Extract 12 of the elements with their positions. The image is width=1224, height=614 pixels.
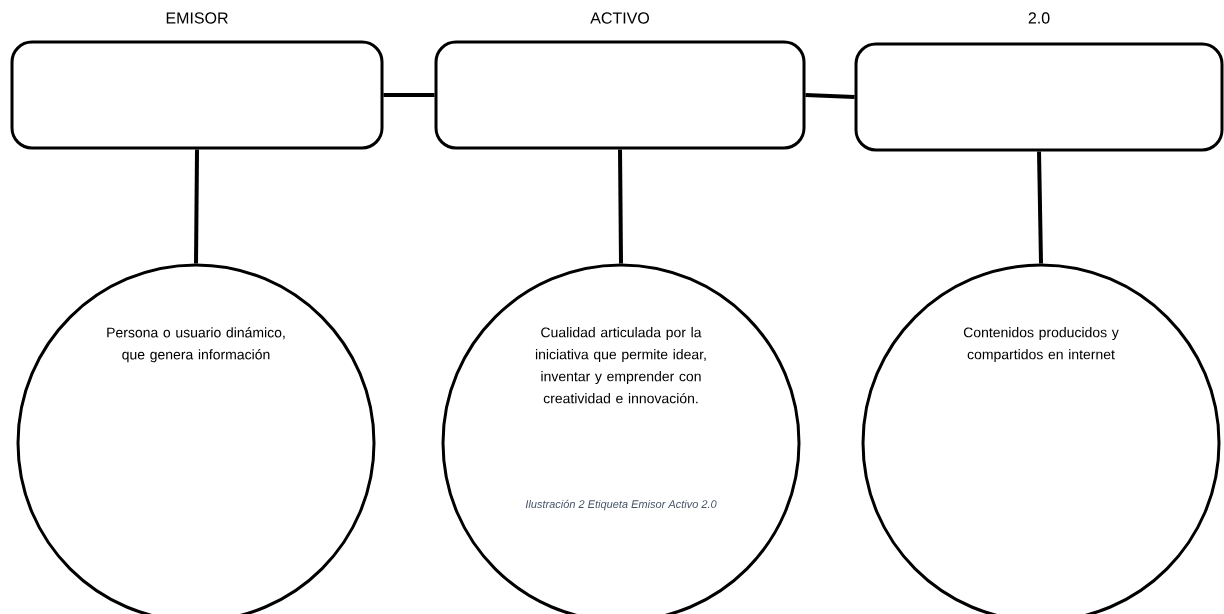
- connector-line: [618, 149, 623, 264]
- heading: EMISOR: [166, 12, 228, 24]
- connector-line: [383, 93, 435, 97]
- connector-line: [805, 93, 855, 99]
- connector-line: [1037, 151, 1043, 264]
- description-text: Contenidos producidos y compartidos en internet: [963, 327, 1119, 363]
- description-text: Cualidad articulada por la iniciativa que permite idear, inventar y emprender con creatividad e innovación.: [535, 327, 706, 404]
- description-text: Persona o usuario dinámico, que genera información: [107, 327, 285, 363]
- heading: 2.0: [1028, 12, 1050, 24]
- connector-line: [194, 149, 199, 264]
- caption: Ilustración 2 Etiqueta Emisor Activo 2.0: [525, 499, 717, 511]
- heading: ACTIVO: [590, 12, 649, 24]
